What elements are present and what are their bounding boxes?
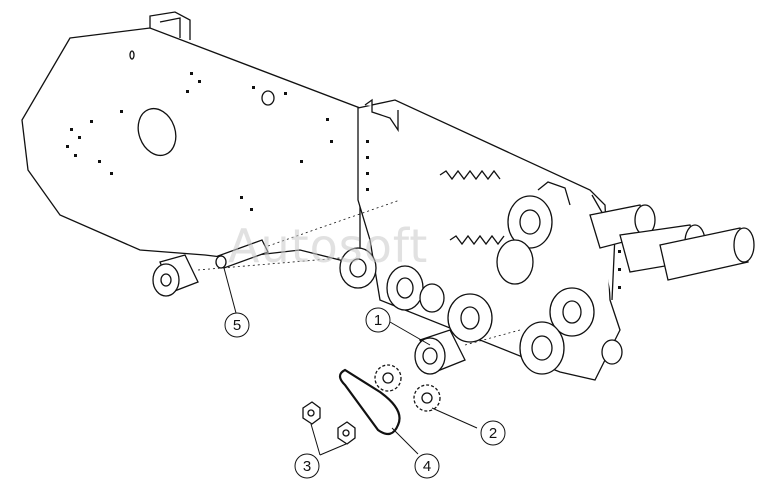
frame-holes (366, 140, 621, 289)
callout-1: 1 (365, 307, 391, 333)
chain-4 (338, 368, 401, 436)
right-frame (339, 98, 755, 381)
svg-text:4: 4 (423, 458, 431, 475)
sprocket-2 (413, 384, 441, 412)
shaft-5 (215, 239, 269, 269)
callout-5: 5 (224, 312, 250, 338)
sprocket-upper (374, 364, 402, 392)
side-plate (21, 11, 361, 266)
nuts-3 (302, 401, 356, 445)
callout-3: 3 (294, 453, 320, 479)
roller-1 (414, 329, 466, 375)
svg-text:1: 1 (374, 312, 382, 329)
svg-text:3: 3 (303, 458, 311, 475)
watermark: Autosoft (228, 219, 428, 273)
plate-holes (66, 72, 333, 211)
svg-text:2: 2 (489, 425, 497, 442)
svg-text:5: 5 (233, 317, 241, 334)
callout-4: 4 (414, 453, 440, 479)
leader-lines (223, 267, 478, 456)
callout-2: 2 (480, 420, 506, 446)
pulley-group (339, 247, 623, 375)
roller-left (152, 254, 199, 297)
alignment-lines (197, 199, 521, 346)
